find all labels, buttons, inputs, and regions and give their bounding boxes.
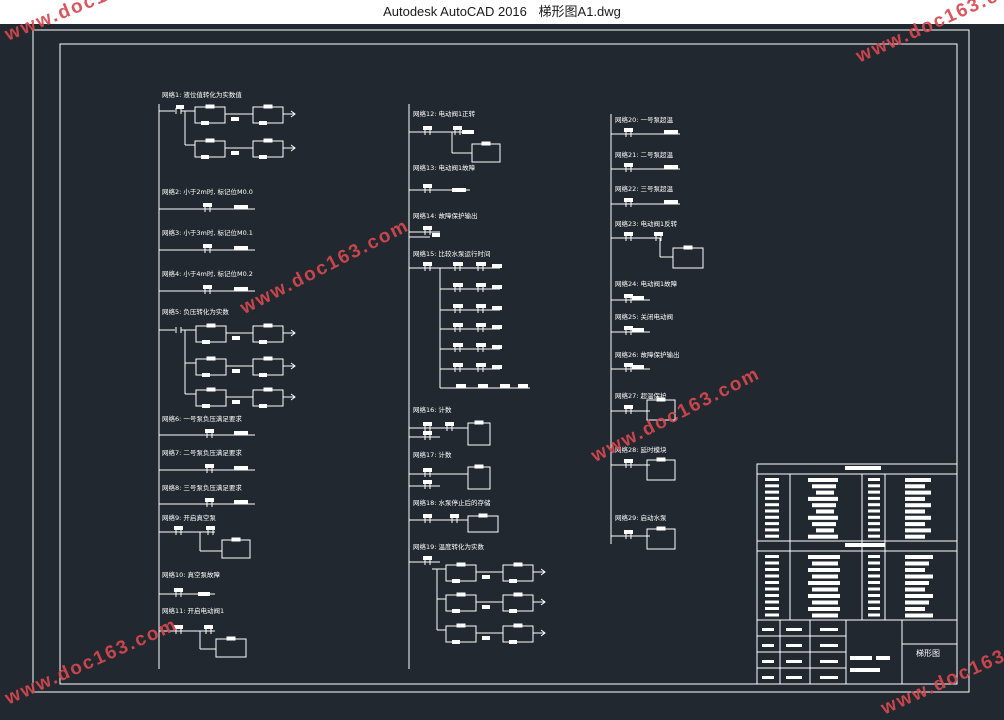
network-label-25: 网络25: 关闭电动阀 xyxy=(615,312,673,321)
network-label-5: 网络5: 负压转化为实数 xyxy=(162,307,229,316)
network-label-23: 网络23: 电动阀1反转 xyxy=(615,219,678,228)
network-label-13: 网络13: 电动阀1故障 xyxy=(413,163,476,172)
drawing-border-inner xyxy=(59,43,958,685)
function-block xyxy=(672,247,704,269)
network-label-24: 网络24: 电动阀1故障 xyxy=(615,279,678,288)
network-label-2: 网络2: 小于2m时, 标记位M0.0 xyxy=(162,187,253,196)
network-label-3: 网络3: 小于3m时, 标记位M0.1 xyxy=(162,228,253,237)
function-block xyxy=(445,594,477,612)
network-label-12: 网络12: 电动阀1正转 xyxy=(413,109,476,118)
function-block xyxy=(646,459,676,481)
network-label-27: 网络27: 超温保护 xyxy=(615,391,667,400)
network-label-29: 网络29: 启动水泵 xyxy=(615,513,667,522)
network-label-16: 网络16: 计数 xyxy=(413,405,452,414)
function-block xyxy=(502,625,534,643)
function-block xyxy=(646,528,676,550)
function-block xyxy=(445,564,477,582)
network-label-17: 网络17: 计数 xyxy=(413,450,452,459)
function-block xyxy=(252,358,284,376)
network-label-22: 网络22: 三号泵超温 xyxy=(615,184,674,193)
network-label-6: 网络6: 一号泵负压满足要求 xyxy=(162,414,242,423)
network-label-14: 网络14: 故障保护输出 xyxy=(413,211,478,220)
function-block xyxy=(215,638,247,658)
network-label-10: 网络10: 真空泵故障 xyxy=(162,570,221,579)
function-block xyxy=(221,539,251,559)
function-block xyxy=(646,399,676,421)
function-block xyxy=(252,106,284,124)
function-block xyxy=(467,466,491,490)
network-label-8: 网络8: 三号泵负压满足要求 xyxy=(162,483,242,492)
network-label-1: 网络1: 液位值转化为实数值 xyxy=(162,90,242,99)
network-label-18: 网络18: 水泵停止后的存储 xyxy=(413,498,491,507)
network-label-7: 网络7: 二号泵负压满足要求 xyxy=(162,448,242,457)
function-block xyxy=(194,140,226,158)
function-block xyxy=(467,515,499,533)
function-block xyxy=(194,106,226,124)
function-block xyxy=(502,594,534,612)
function-block xyxy=(467,422,491,446)
function-block xyxy=(252,389,284,407)
function-block xyxy=(252,325,284,343)
app-title: Autodesk AutoCAD 2016 xyxy=(383,4,527,19)
function-block xyxy=(252,140,284,158)
function-block xyxy=(502,564,534,582)
function-block xyxy=(195,358,227,376)
network-label-20: 网络20: 一号泵超温 xyxy=(615,115,674,124)
network-label-4: 网络4: 小于4m时, 标记位M0.2 xyxy=(162,269,253,278)
function-block xyxy=(195,325,227,343)
function-block xyxy=(195,389,227,407)
network-label-11: 网络11: 开启电动阀1 xyxy=(162,606,224,615)
network-label-9: 网络9: 开启真空泵 xyxy=(162,513,216,522)
title-bar: Autodesk AutoCAD 2016 梯形图A1.dwg xyxy=(0,0,1004,24)
function-block xyxy=(445,625,477,643)
function-block xyxy=(471,143,501,163)
file-name: 梯形图A1.dwg xyxy=(538,4,621,19)
drawing-border-outer xyxy=(32,29,970,693)
drawing-name: 梯形图 xyxy=(916,648,940,658)
network-label-26: 网络26: 故障保护输出 xyxy=(615,350,680,359)
network-label-21: 网络21: 二号泵超温 xyxy=(615,150,674,159)
network-label-15: 网络15: 比较水泵运行时间 xyxy=(413,249,491,258)
network-label-19: 网络19: 温度转化为实数 xyxy=(413,542,485,551)
network-label-28: 网络28: 延时模块 xyxy=(615,445,667,454)
